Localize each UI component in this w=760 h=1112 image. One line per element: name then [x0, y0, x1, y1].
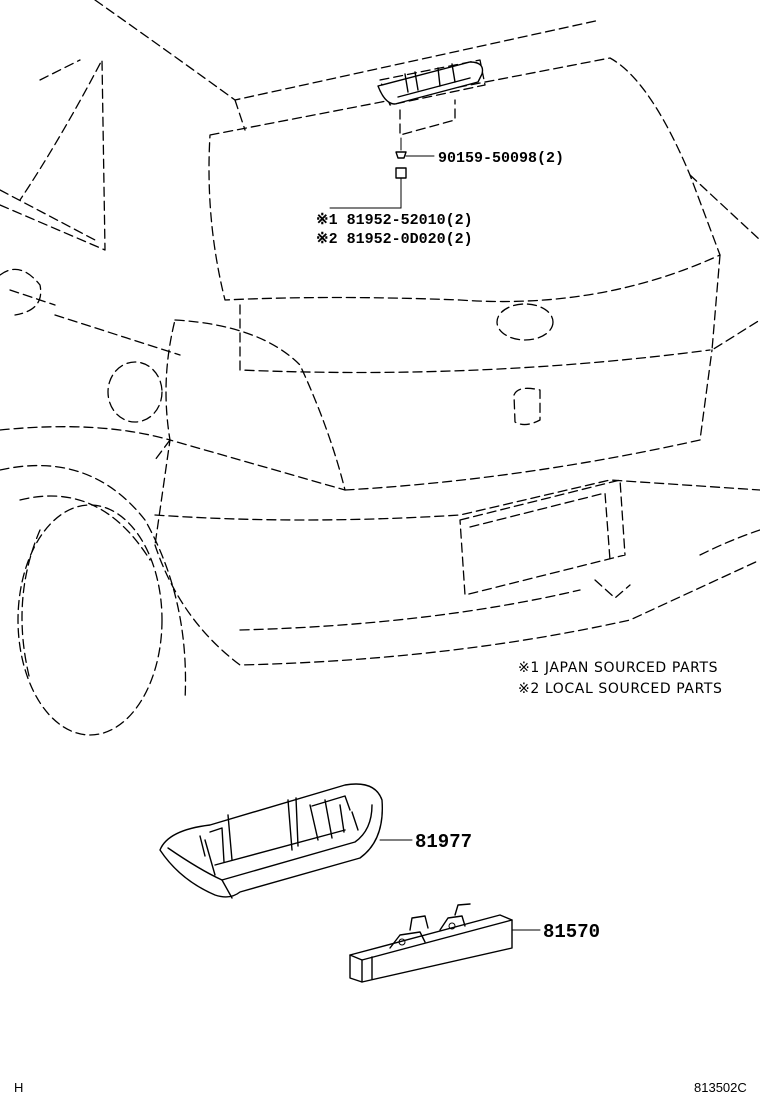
lamp-part	[349, 903, 513, 983]
lamp-installed	[377, 61, 484, 136]
screw-part	[395, 137, 435, 159]
note-local: ※2 LOCAL SOURCED PARTS	[518, 681, 723, 697]
cover-label: 81977	[415, 831, 472, 853]
corner-left-code: H	[14, 1080, 23, 1095]
note-japan: ※1 JAPAN SOURCED PARTS	[518, 660, 718, 676]
clip-japan-label: ※1 81952-52010(2)	[316, 212, 473, 229]
screw-label: 90159-50098(2)	[438, 150, 564, 167]
cover-part	[159, 783, 384, 899]
corner-right-code: 813502C	[694, 1080, 747, 1095]
clip-part	[329, 167, 407, 209]
clip-local-label: ※2 81952-0D020(2)	[316, 231, 473, 248]
lamp-label: 81570	[543, 921, 600, 943]
car-rear-outline	[0, 0, 760, 736]
